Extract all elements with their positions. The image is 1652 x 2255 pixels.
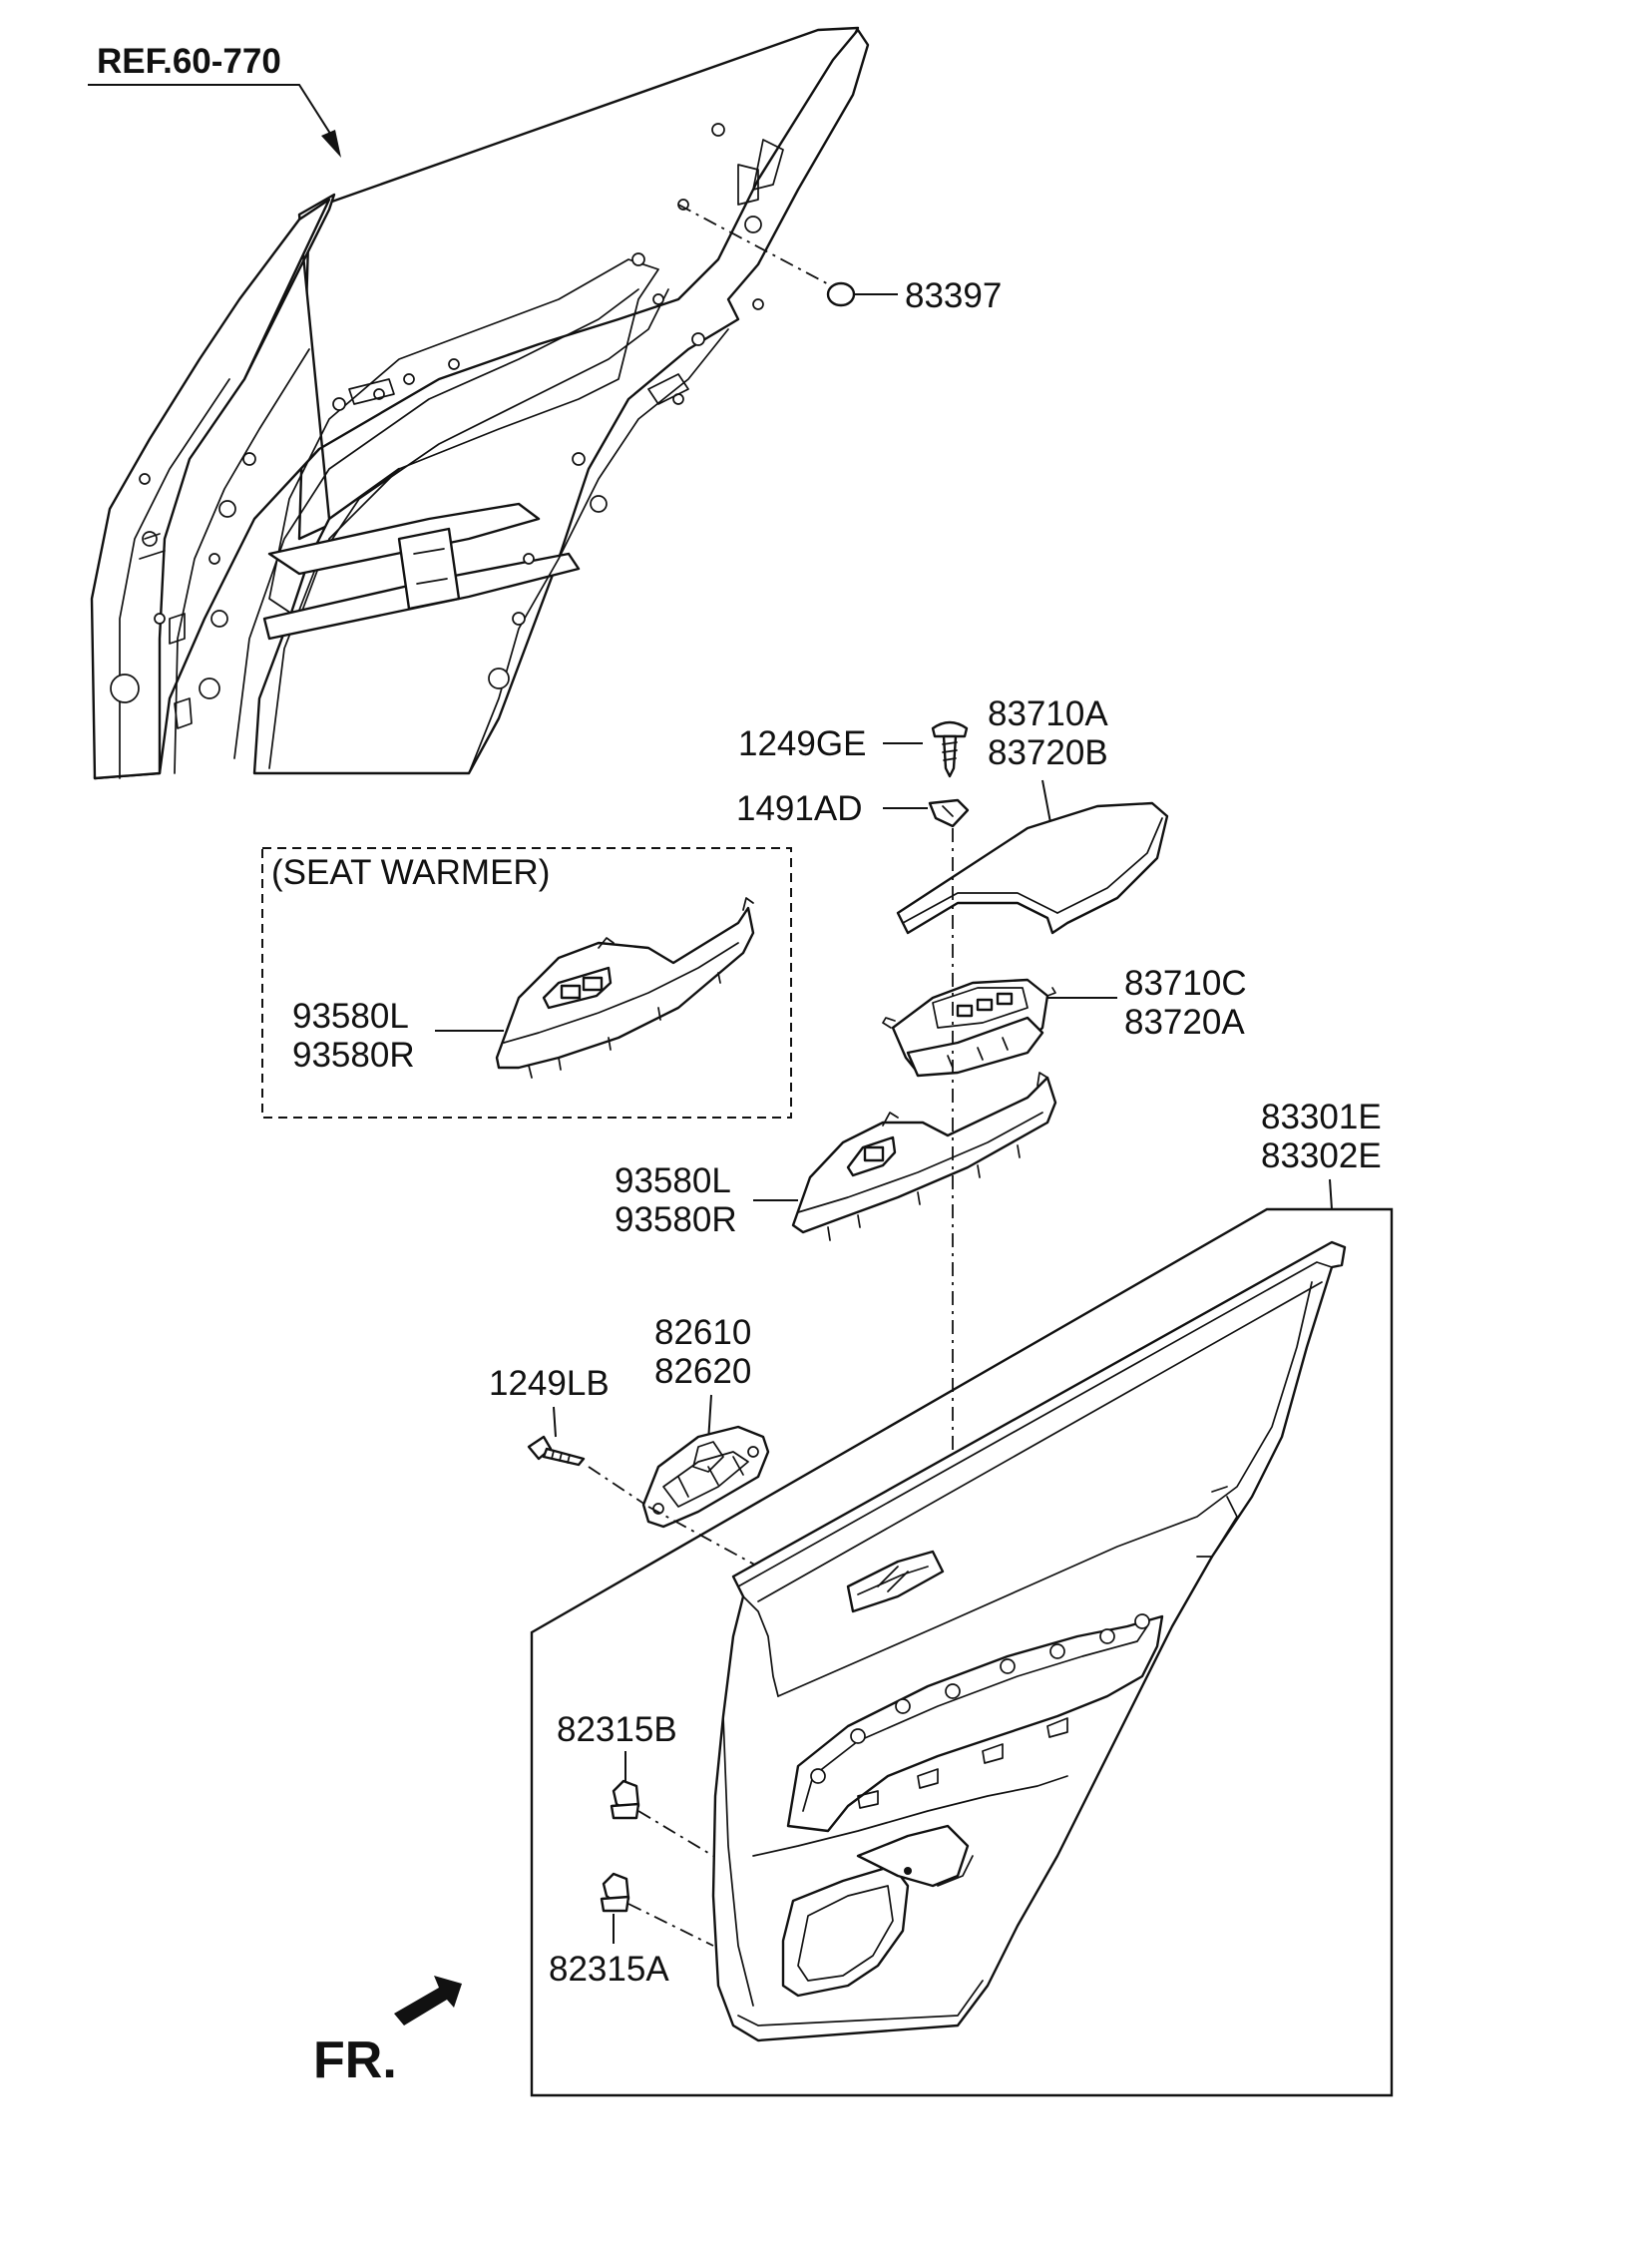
screw-icon bbox=[931, 720, 969, 778]
front-direction-indicator: FR. bbox=[313, 1976, 462, 2089]
part-83710C-83720A: 83710C 83720A bbox=[882, 964, 1247, 1078]
label-93580R-box: 93580R bbox=[292, 1036, 415, 1075]
part-83397: 83397 bbox=[677, 204, 1002, 315]
label-83710C: 83710C bbox=[1124, 964, 1247, 1003]
screw-icon-1249LB bbox=[527, 1435, 586, 1467]
switch-bezel-illustration bbox=[882, 978, 1056, 1078]
inner-handle-illustration bbox=[641, 1425, 770, 1529]
part-82610-82620: 82610 82620 bbox=[641, 1313, 770, 1568]
door-trim-panel-illustration bbox=[711, 1240, 1347, 2042]
label-83720B: 83720B bbox=[988, 733, 1108, 772]
seat-warmer-label: (SEAT WARMER) bbox=[271, 853, 550, 892]
seat-warmer-box bbox=[261, 847, 792, 1119]
part-93580L-93580R: 93580L 93580R bbox=[615, 1072, 1057, 1241]
part-83301E-83302E: 83301E 83302E bbox=[530, 1098, 1394, 2097]
screw-hole-icon bbox=[904, 1867, 912, 1875]
label-82315B: 82315B bbox=[557, 1710, 677, 1749]
label-93580L-box: 93580L bbox=[292, 997, 409, 1036]
switch-panel-seat-warmer-illustration bbox=[495, 897, 755, 1079]
label-93580L: 93580L bbox=[615, 1161, 731, 1200]
reference-callout: REF.60-770 bbox=[88, 42, 341, 158]
armrest-cover-illustration bbox=[896, 801, 1169, 935]
clip-icon-82315B bbox=[610, 1779, 640, 1820]
clip-icon-82315A bbox=[600, 1872, 630, 1913]
label-1249GE: 1249GE bbox=[738, 724, 866, 763]
part-82315A: 82315A bbox=[549, 1872, 714, 1989]
fr-label: FR. bbox=[313, 2031, 397, 2089]
part-1249LB: 1249LB bbox=[489, 1364, 649, 1508]
label-93580R: 93580R bbox=[615, 1200, 737, 1239]
seat-warmer-group: (SEAT WARMER) 93580L 93580R bbox=[261, 847, 792, 1119]
label-82315A: 82315A bbox=[549, 1950, 669, 1989]
label-1491AD: 1491AD bbox=[736, 789, 862, 828]
label-82620: 82620 bbox=[654, 1352, 751, 1391]
label-1249LB: 1249LB bbox=[489, 1364, 610, 1403]
label-83720A: 83720A bbox=[1124, 1003, 1245, 1042]
label-83301E: 83301E bbox=[1261, 1098, 1382, 1136]
part-83710A-83720B: 83710A 83720B bbox=[896, 694, 1169, 935]
part-1249GE: 1249GE bbox=[738, 720, 969, 778]
grommet-icon bbox=[826, 281, 856, 307]
part-82315B: 82315B bbox=[557, 1710, 714, 1857]
label-82610: 82610 bbox=[654, 1313, 751, 1352]
clip-icon bbox=[928, 798, 970, 828]
label-83302E: 83302E bbox=[1261, 1136, 1382, 1175]
ref-label: REF.60-770 bbox=[97, 42, 281, 81]
arrow-icon bbox=[321, 130, 341, 158]
door-trim-frame bbox=[530, 1207, 1394, 2097]
label-83397: 83397 bbox=[905, 276, 1002, 315]
door-inner-panel-illustration bbox=[90, 26, 870, 780]
front-arrow-icon bbox=[394, 1976, 462, 2026]
switch-panel-illustration bbox=[791, 1072, 1057, 1241]
label-83710A: 83710A bbox=[988, 694, 1108, 733]
part-1491AD: 1491AD bbox=[736, 789, 970, 828]
